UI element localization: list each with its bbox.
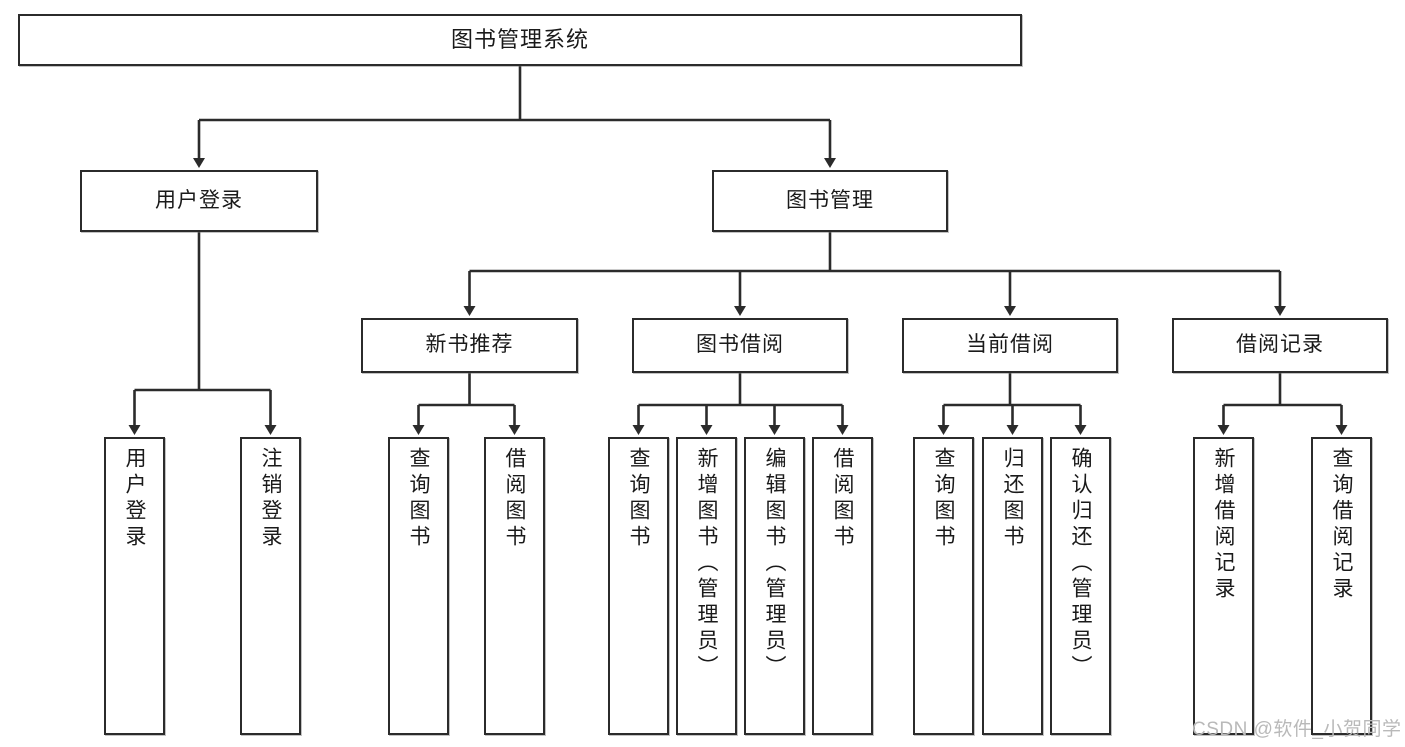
node-bookmgmt-label: 图书管理	[786, 188, 874, 212]
leaf-user-login[interactable]: 用户登录	[104, 437, 165, 735]
leaf-add-book[interactable]: 新增图书（管理员）	[676, 437, 737, 735]
leaf-confirm-return-label: 确认归还（管理员）	[1069, 447, 1092, 681]
leaf-return-book-label: 归还图书	[1001, 447, 1024, 551]
leaf-query-book-1-label: 查询图书	[407, 447, 430, 551]
leaf-edit-book-label: 编辑图书（管理员）	[763, 447, 786, 681]
leaf-user-logout-label: 注销登录	[259, 447, 282, 551]
leaf-user-login-label: 用户登录	[123, 447, 146, 551]
watermark: CSDN @软件_小贺同学	[1192, 719, 1402, 740]
leaf-query-book-2-label: 查询图书	[627, 447, 650, 551]
leaf-add-record-label: 新增借阅记录	[1212, 447, 1235, 603]
leaf-add-record[interactable]: 新增借阅记录	[1193, 437, 1254, 735]
node-root-label: 图书管理系统	[450, 27, 589, 53]
leaf-user-logout[interactable]: 注销登录	[240, 437, 301, 735]
leaf-borrow-book-2[interactable]: 借阅图书	[812, 437, 873, 735]
node-login-label: 用户登录	[155, 188, 243, 212]
node-borrow-label: 图书借阅	[696, 333, 784, 357]
node-login[interactable]: 用户登录	[80, 170, 318, 232]
node-root[interactable]: 图书管理系统	[18, 14, 1022, 66]
leaf-query-book-3-label: 查询图书	[932, 447, 955, 551]
node-records[interactable]: 借阅记录	[1172, 318, 1388, 373]
leaf-borrow-book-2-label: 借阅图书	[831, 447, 854, 551]
leaf-query-book-3[interactable]: 查询图书	[913, 437, 974, 735]
node-current-label: 当前借阅	[966, 333, 1054, 357]
leaf-query-record-label: 查询借阅记录	[1330, 447, 1353, 603]
leaf-edit-book[interactable]: 编辑图书（管理员）	[744, 437, 805, 735]
leaf-confirm-return[interactable]: 确认归还（管理员）	[1050, 437, 1111, 735]
leaf-query-book-2[interactable]: 查询图书	[608, 437, 669, 735]
leaf-borrow-book-1-label: 借阅图书	[503, 447, 526, 551]
leaf-add-book-label: 新增图书（管理员）	[695, 447, 718, 681]
node-bookmgmt[interactable]: 图书管理	[712, 170, 948, 232]
leaf-query-record[interactable]: 查询借阅记录	[1311, 437, 1372, 735]
node-current[interactable]: 当前借阅	[902, 318, 1118, 373]
leaf-borrow-book-1[interactable]: 借阅图书	[484, 437, 545, 735]
leaf-query-book-1[interactable]: 查询图书	[388, 437, 449, 735]
node-newbook-label: 新书推荐	[425, 333, 514, 357]
node-newbook[interactable]: 新书推荐	[361, 318, 578, 373]
node-records-label: 借阅记录	[1236, 333, 1324, 357]
node-borrow[interactable]: 图书借阅	[632, 318, 848, 373]
leaf-return-book[interactable]: 归还图书	[982, 437, 1043, 735]
